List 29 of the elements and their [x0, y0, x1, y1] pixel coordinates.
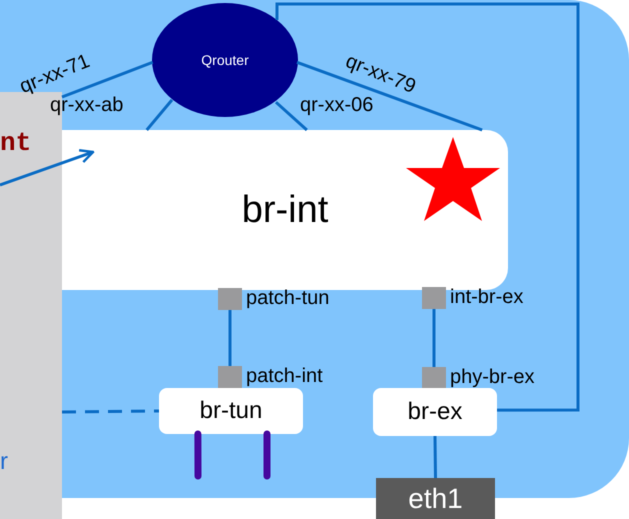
node-label: br-ex: [408, 397, 462, 427]
bridge-box: [159, 388, 303, 434]
tunnel-line: [264, 430, 270, 480]
text-fragment: nt: [0, 127, 32, 160]
interface-box: [376, 478, 495, 519]
connector-line: [62, 410, 160, 414]
node-label: br-int: [242, 188, 328, 232]
bridge-box: [62, 130, 508, 290]
connector-line: [432, 309, 436, 367]
port-label: patch-tun: [246, 286, 330, 311]
edge-label: qr-xx-ab: [50, 94, 124, 117]
bridge-box: [373, 388, 497, 436]
connector-line: [275, 2, 580, 412]
connector-line: [228, 310, 232, 366]
connector-line: [434, 436, 437, 478]
text-fragment: r: [0, 447, 8, 477]
node-label: eth1: [408, 482, 463, 516]
node-label: Qrouter: [201, 50, 249, 70]
connector-line: [146, 98, 174, 131]
connector-line: [61, 60, 154, 98]
tunnel-line: [194, 430, 202, 480]
connector-line: [296, 60, 483, 132]
node-label: br-tun: [200, 396, 262, 426]
port-label: patch-int: [246, 364, 323, 389]
port-label: int-br-ex: [450, 285, 524, 310]
edge-label: qr-xx-06: [300, 93, 374, 117]
arrow: [0, 149, 94, 186]
port-label: phy-br-ex: [450, 365, 534, 390]
connector-line: [274, 101, 308, 132]
